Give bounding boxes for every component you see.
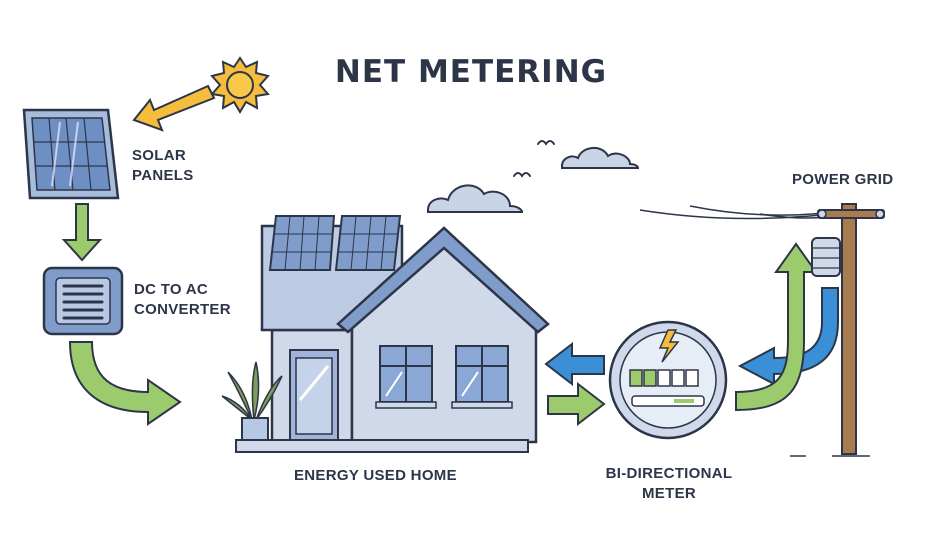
cloud-icon bbox=[561, 147, 640, 169]
solar-panels-label-line1: SOLAR bbox=[132, 147, 186, 164]
window-icon bbox=[375, 345, 437, 409]
converter-label: DC TO AC CONVERTER bbox=[134, 280, 231, 320]
flow-arrow-curve-icon bbox=[68, 341, 182, 426]
power-line-icon bbox=[639, 205, 849, 220]
flow-arrow-down-icon bbox=[61, 203, 103, 262]
converter-label-line1: DC TO AC bbox=[134, 281, 209, 298]
meter-label-line2: METER bbox=[642, 485, 696, 502]
solar-panels-label: SOLAR PANELS bbox=[132, 146, 194, 186]
roof-solar-panel-icon bbox=[268, 215, 402, 271]
arrow-to-grid-icon bbox=[735, 242, 818, 412]
page-title: NET METERING bbox=[334, 54, 608, 90]
window-icon bbox=[451, 345, 513, 409]
sun-icon bbox=[210, 56, 270, 114]
home-label: ENERGY USED HOME bbox=[294, 467, 457, 484]
arrow-from-grid-icon bbox=[737, 287, 839, 386]
cloud-icon bbox=[427, 184, 524, 213]
plant-icon bbox=[221, 361, 283, 441]
arrow-to-meter-icon bbox=[547, 381, 606, 427]
meter-label: BI-DIRECTIONAL METER bbox=[594, 464, 744, 504]
converter-icon bbox=[42, 266, 124, 336]
converter-label-line2: CONVERTER bbox=[134, 301, 231, 318]
arrow-to-home-icon bbox=[544, 341, 605, 387]
sunlight-arrow-icon bbox=[132, 84, 216, 132]
house-icon bbox=[235, 215, 550, 453]
bird-icon bbox=[513, 140, 555, 178]
meter-icon bbox=[608, 320, 728, 440]
power-grid-label: POWER GRID bbox=[792, 171, 894, 188]
solar-panels-label-line2: PANELS bbox=[132, 167, 194, 184]
meter-label-line1: BI-DIRECTIONAL bbox=[605, 465, 733, 482]
solar-panel-icon bbox=[22, 108, 120, 200]
utility-pole-icon bbox=[790, 203, 885, 457]
